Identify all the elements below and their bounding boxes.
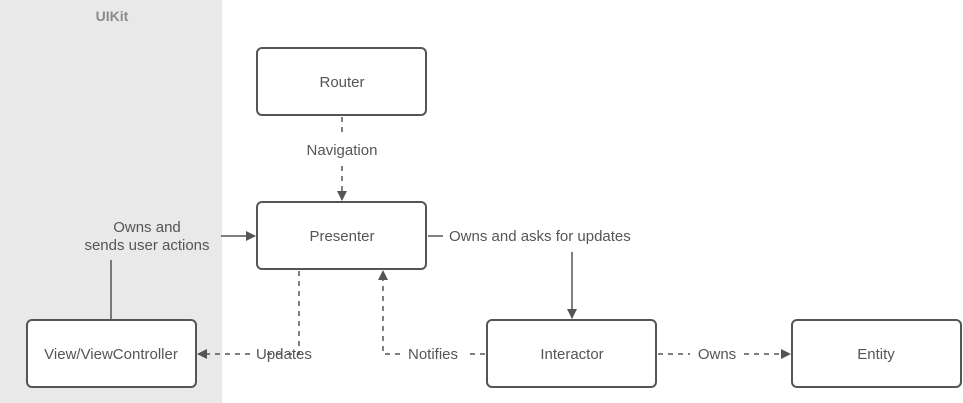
router-node: Router (256, 47, 427, 116)
view-label: View/ViewController (44, 346, 178, 363)
router-label: Router (319, 74, 364, 91)
interactor-node: Interactor (486, 319, 657, 388)
updates-label: Updates (256, 346, 312, 363)
updates-edge-vertical (262, 271, 300, 355)
interactor-label: Interactor (540, 346, 603, 363)
presenter-node: Presenter (256, 201, 427, 270)
uikit-region-title: UIKit (96, 8, 129, 24)
notifies-edge-left (378, 270, 400, 355)
navigation-label: Navigation (307, 142, 378, 159)
owns-sends-label-line2: sends user actions (84, 237, 209, 254)
owns-asks-label: Owns and asks for updates (449, 228, 631, 245)
notifies-label: Notifies (408, 346, 458, 363)
owns-sends-label-line1: Owns and (113, 219, 181, 236)
entity-label: Entity (857, 346, 895, 363)
entity-node: Entity (791, 319, 962, 388)
owns-label: Owns (698, 346, 736, 363)
presenter-label: Presenter (309, 228, 374, 245)
view-node: View/ViewController (26, 319, 197, 388)
